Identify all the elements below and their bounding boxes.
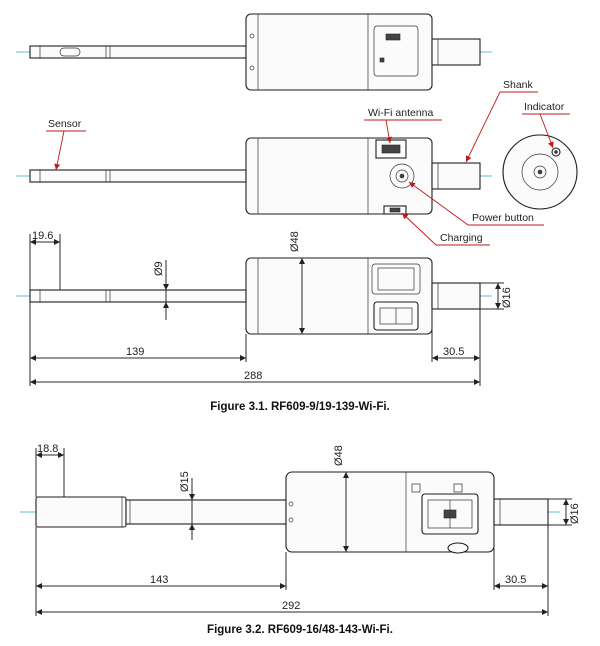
dim2-probe-length: 143 <box>150 574 168 586</box>
figure-caption-3-1: Figure 3.1. RF609-9/19-139-Wi-Fi. <box>210 401 390 413</box>
fig1-end-view <box>502 134 578 210</box>
dim2-shank-length: 30.5 <box>505 574 526 586</box>
dim-overall-length: 288 <box>244 370 262 382</box>
callout-power-button: Power button <box>472 212 534 224</box>
dim2-body-diameter: Ø48 <box>333 445 345 466</box>
fig1-side-view <box>16 137 492 215</box>
callout-shank: Shank <box>503 79 534 91</box>
fig1-callout-labels: Sensor Wi-Fi antenna Shank Indicator Pow… <box>48 79 565 244</box>
fig2-view <box>20 471 560 554</box>
dim2-tip-offset: 18.8 <box>37 443 58 455</box>
callout-sensor: Sensor <box>48 118 82 130</box>
dim-probe-length: 139 <box>126 346 144 358</box>
dim2-overall-length: 292 <box>282 600 300 612</box>
dim2-shank-diameter: Ø16 <box>569 503 581 524</box>
figure-caption-3-2: Figure 3.2. RF609-16/48-143-Wi-Fi. <box>207 624 393 636</box>
fig1-callout-leaders <box>46 91 570 246</box>
fig2-dimension-lines <box>35 448 572 616</box>
fig1-dimension-labels: 19.6 Ø9 Ø48 Ø16 139 30.5 288 <box>32 230 513 382</box>
fig1-dimension-view <box>16 257 492 335</box>
dim-shank-length: 30.5 <box>443 346 464 358</box>
callout-charging: Charging <box>440 232 483 244</box>
dim-tip-offset: 19.6 <box>32 230 53 242</box>
dim2-probe-diameter: Ø15 <box>179 471 191 492</box>
dim-probe-diameter: Ø9 <box>153 261 165 276</box>
callout-wifi-antenna: Wi-Fi antenna <box>368 107 434 119</box>
fig1-top-view <box>16 13 492 91</box>
dim-shank-diameter: Ø16 <box>501 287 513 308</box>
callout-indicator: Indicator <box>524 101 565 113</box>
fig2-dimension-labels: 18.8 Ø15 Ø48 Ø16 143 30.5 292 <box>37 443 581 612</box>
dim-body-diameter: Ø48 <box>289 231 301 252</box>
fig1-dimension-lines <box>29 234 504 386</box>
